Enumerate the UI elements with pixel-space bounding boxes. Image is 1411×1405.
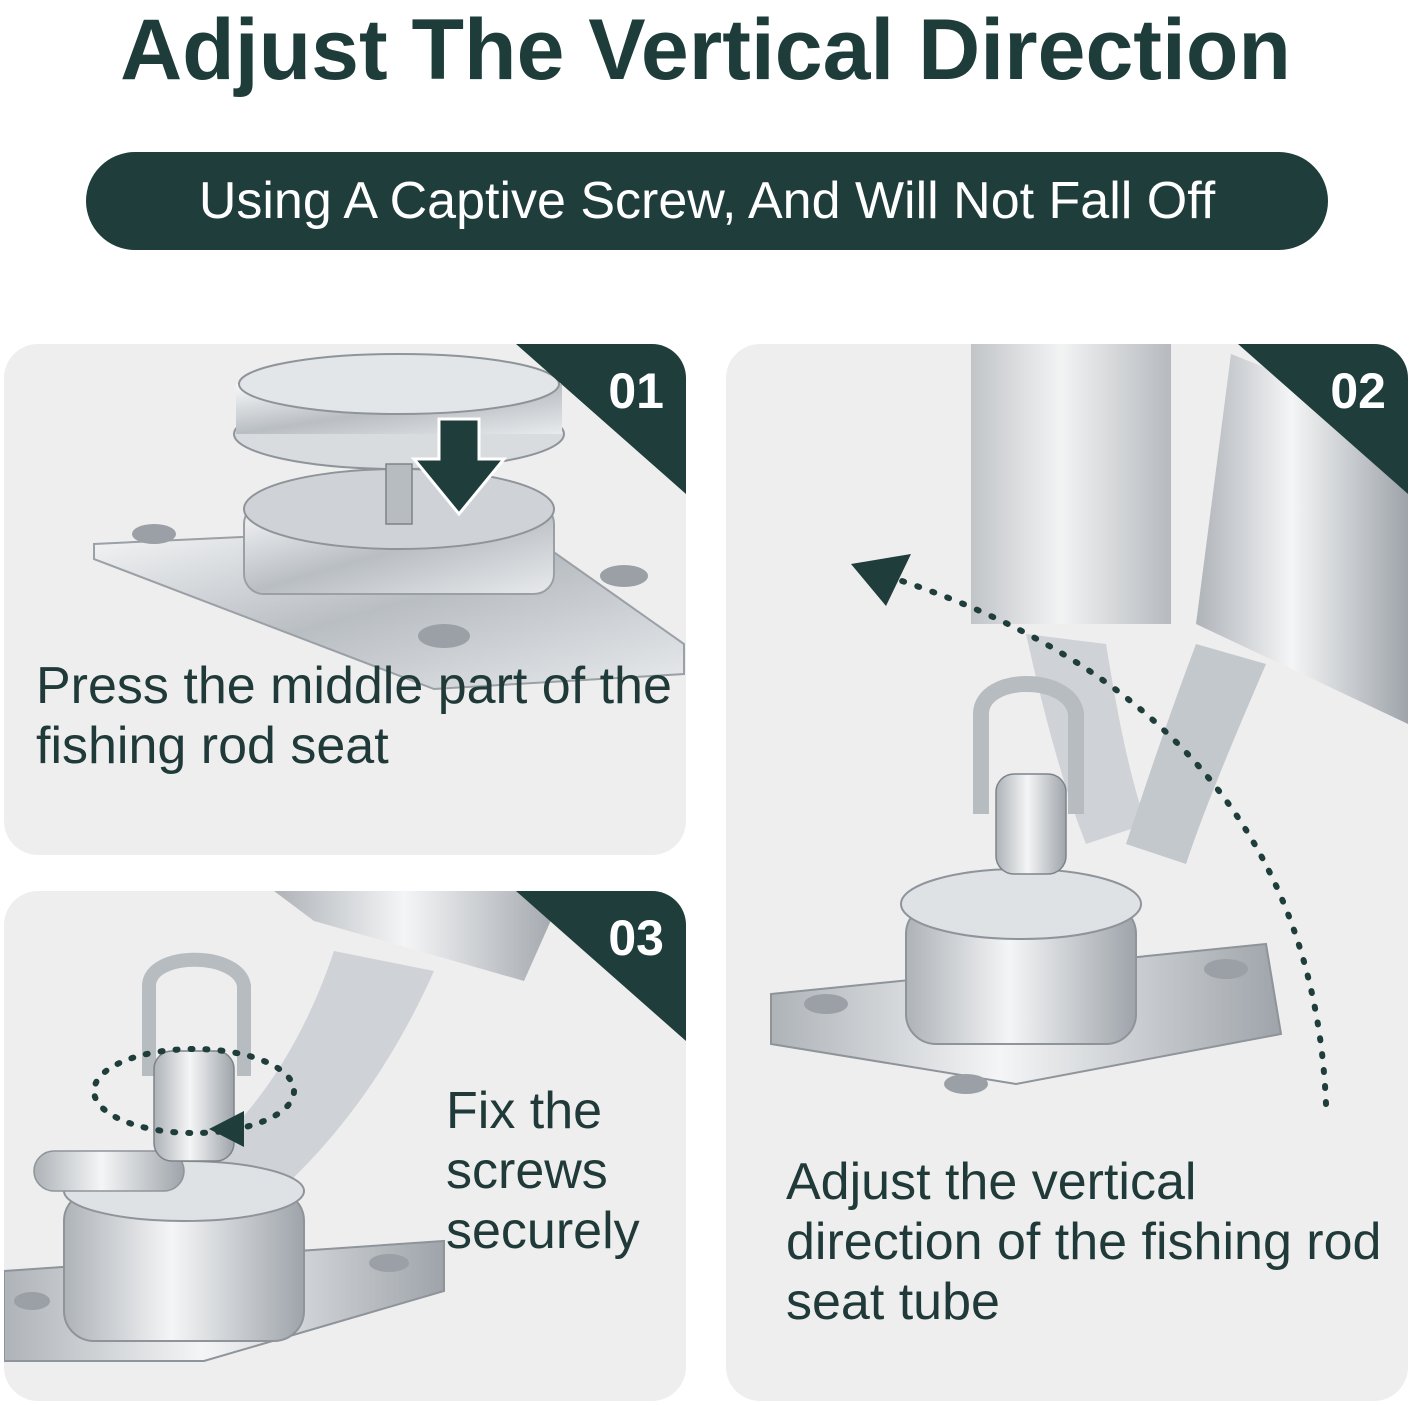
step-number-02: 02 [1330, 363, 1386, 419]
step-caption-01: Press the middle part of the fishing rod… [36, 657, 672, 775]
step-caption-03: Fix the screws securely [446, 1082, 640, 1260]
rotate-arc-arrow-icon [851, 554, 1329, 1107]
press-down-arrow-icon [410, 417, 508, 517]
step-number-01: 01 [608, 363, 664, 419]
step-card-03: 03 Fix the screws securely [4, 891, 686, 1401]
step-caption-02: Adjust the vertical direction of the fis… [786, 1153, 1382, 1331]
step-number-03: 03 [608, 910, 664, 966]
subtitle-banner: Using A Captive Screw, And Will Not Fall… [86, 152, 1328, 250]
step-card-01: 01 Press the middle part of the fishing … [4, 344, 686, 855]
tighten-screw-icon [91, 1046, 297, 1147]
page-title: Adjust The Vertical Direction [120, 1, 1291, 98]
step-card-02: 02 Adjust the vertical direction of the … [726, 344, 1408, 1401]
